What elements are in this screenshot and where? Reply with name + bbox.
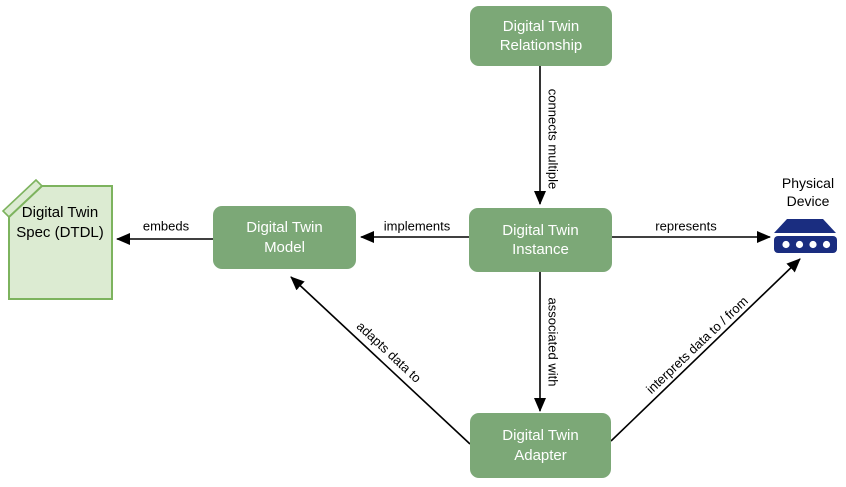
arrow-interprets-data	[610, 258, 801, 442]
node-digital-twin-model: Digital Twin Model	[213, 206, 356, 269]
arrow-adapts-data-to	[290, 276, 471, 445]
document-folded-corner-icon	[8, 185, 113, 300]
edge-label-embeds: embeds	[142, 218, 190, 234]
node-digital-twin-relationship: Digital Twin Relationship	[470, 6, 612, 66]
node-digital-twin-spec-label: Digital Twin Spec (DTDL)	[16, 204, 104, 242]
edge-label-associated-with: associated with	[545, 297, 561, 387]
physical-device-icon	[774, 219, 837, 253]
node-label: Digital Twin Adapter	[502, 427, 579, 464]
node-label: Digital Twin Model	[246, 219, 323, 256]
node-digital-twin-adapter: Digital Twin Adapter	[470, 413, 611, 478]
edge-label-implements: implements	[383, 218, 451, 234]
node-digital-twin-instance: Digital Twin Instance	[469, 208, 612, 272]
edge-label-represents: represents	[655, 218, 717, 234]
edge-label-connects-multiple: connects multiple	[545, 88, 561, 190]
node-label: Digital Twin Relationship	[499, 17, 583, 55]
node-label: Digital Twin Instance	[502, 221, 579, 259]
physical-device-label: Physical Device	[781, 175, 835, 209]
